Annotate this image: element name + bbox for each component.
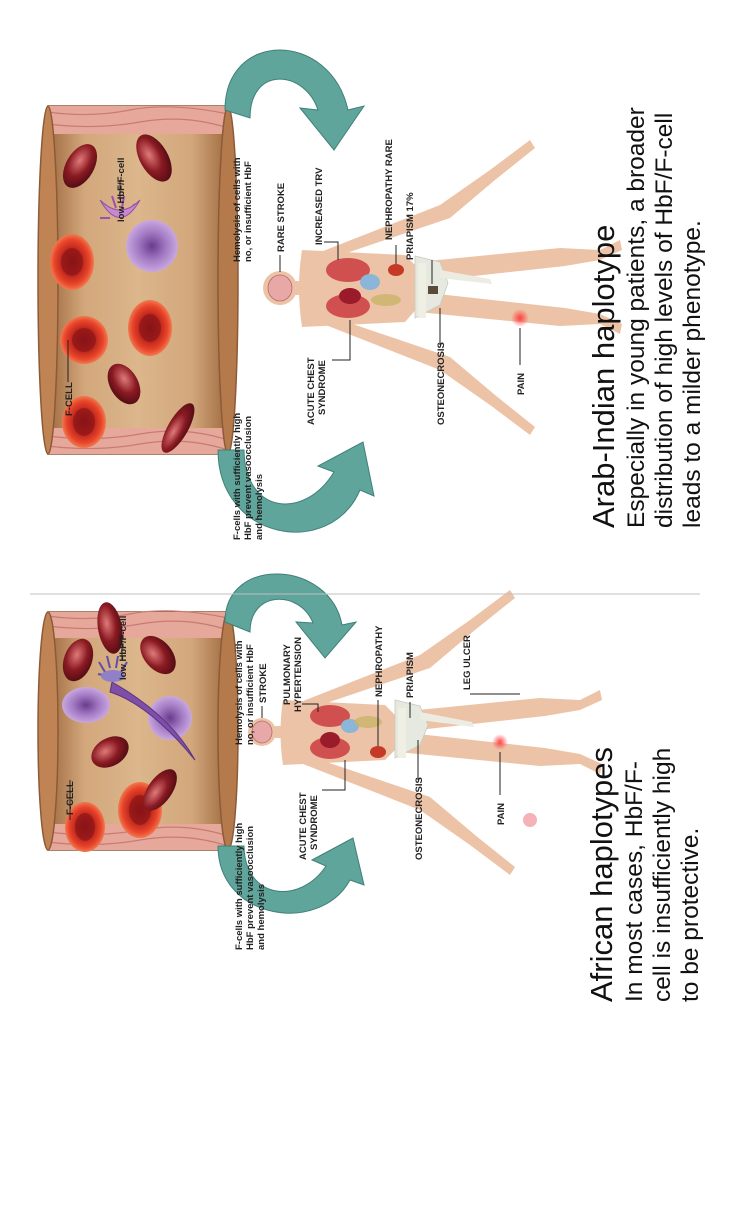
svg-text:OSTEONECROSIS: OSTEONECROSIS xyxy=(414,777,425,860)
caption-line: leads to a milder phenotype. xyxy=(679,220,706,528)
svg-text:PULMONARY: PULMONARY xyxy=(282,643,293,705)
caption-line: to be protective. xyxy=(677,828,704,1002)
label-osteonecrosis: OSTEONECROSIS xyxy=(436,308,447,425)
red-blood-cell xyxy=(50,234,94,290)
svg-text:INCREASED TRV: INCREASED TRV xyxy=(314,167,325,245)
svg-text:F-cells with sufficiently high: F-cells with sufficiently high xyxy=(232,413,243,540)
arab-indian-caption: Arab-Indian haplotype Especially in youn… xyxy=(586,107,706,528)
label-stroke: STROKE xyxy=(258,663,269,718)
svg-text:PAIN: PAIN xyxy=(496,803,507,825)
svg-text:no, or insufficient HbF: no, or insufficient HbF xyxy=(245,644,256,745)
african-panel: F-CELL low HbF/F-cell F-cells with suffi… xyxy=(38,574,704,1002)
svg-text:F-CELL: F-CELL xyxy=(64,382,75,416)
label-osteonecrosis: OSTEONECROSIS xyxy=(414,740,425,860)
label-pain: PAIN xyxy=(496,752,507,825)
svg-text:low HbF/F-cell: low HbF/F-cell xyxy=(118,616,129,680)
label-f-cell: F-CELL xyxy=(65,780,76,820)
svg-text:NEPHROPATHY RARE: NEPHROPATHY RARE xyxy=(384,139,395,240)
note-hemolysis: Hemolysis of cells with no, or insuffici… xyxy=(234,640,256,745)
svg-text:and hemolysis: and hemolysis xyxy=(254,474,265,540)
label-low-hbf: low HbF/F-cell xyxy=(118,616,129,680)
caption-title: Arab-Indian haplotype xyxy=(586,225,621,528)
svg-text:PRIAPISM 17%: PRIAPISM 17% xyxy=(405,192,416,260)
svg-text:Hemolysis of cells with: Hemolysis of cells with xyxy=(232,157,243,262)
svg-text:RARE STROKE: RARE STROKE xyxy=(276,183,287,252)
svg-text:HbF prevent vasoocclusion: HbF prevent vasoocclusion xyxy=(245,826,256,950)
svg-text:PAIN: PAIN xyxy=(516,373,527,395)
circular-arrow-top xyxy=(225,50,364,150)
svg-text:SYNDROME: SYNDROME xyxy=(317,360,328,415)
svg-text:ACUTE CHEST: ACUTE CHEST xyxy=(306,357,317,425)
svg-text:F-cells with sufficiently high: F-cells with sufficiently high xyxy=(234,823,245,950)
purple-cell xyxy=(126,220,178,272)
red-blood-cell xyxy=(128,300,172,356)
note-hemolysis: Hemolysis of cells with no, or insuffici… xyxy=(232,157,254,262)
svg-text:and hemolysis: and hemolysis xyxy=(256,884,267,950)
svg-text:HYPERTENSION: HYPERTENSION xyxy=(293,637,304,712)
note-f-cells: F-cells with sufficiently high HbF preve… xyxy=(234,823,267,950)
label-low-hbf: low HbF/F-cell xyxy=(116,158,127,222)
label-nephropathy-rare: NEPHROPATHY RARE xyxy=(384,139,396,264)
svg-text:HbF prevent vasoocclusion: HbF prevent vasoocclusion xyxy=(243,416,254,540)
caption-line: cell is insufficiently high xyxy=(649,748,676,1002)
svg-text:Hemolysis of cells with: Hemolysis of cells with xyxy=(234,640,245,745)
caption-line: In most cases, HbF/F- xyxy=(621,761,648,1002)
african-caption: African haplotypes In most cases, HbF/F-… xyxy=(584,747,704,1002)
svg-text:PRIAPISM: PRIAPISM xyxy=(405,652,416,698)
label-leg-ulcer: LEG ULCER xyxy=(462,635,520,694)
caption-line: distribution of high levels of HbF/F-cel… xyxy=(651,113,678,528)
label-pain: PAIN xyxy=(516,328,527,395)
label-rare-stroke: RARE STROKE xyxy=(276,183,287,272)
caption-line: Especially in young patients, a broader xyxy=(623,107,650,528)
arab-indian-panel: F-CELL low HbF/F-cell F-cells with suffi… xyxy=(38,50,706,540)
label-acute-chest: ACUTE CHEST SYNDROME xyxy=(306,320,350,425)
svg-text:SYNDROME: SYNDROME xyxy=(309,795,320,850)
purple-cell xyxy=(62,687,110,723)
svg-text:low HbF/F-cell: low HbF/F-cell xyxy=(116,158,127,222)
label-increased-trv: INCREASED TRV xyxy=(314,167,338,260)
svg-text:ACUTE CHEST: ACUTE CHEST xyxy=(298,792,309,860)
svg-text:OSTEONECROSIS: OSTEONECROSIS xyxy=(436,342,447,425)
svg-text:NEPHROPATHY: NEPHROPATHY xyxy=(374,625,385,697)
red-blood-cell xyxy=(60,316,108,364)
svg-text:no, or insufficient HbF: no, or insufficient HbF xyxy=(243,161,254,262)
note-f-cells: F-cells with sufficiently high HbF preve… xyxy=(232,413,265,540)
svg-text:STROKE: STROKE xyxy=(258,663,269,703)
svg-text:F-CELL: F-CELL xyxy=(65,781,76,815)
svg-text:LEG ULCER: LEG ULCER xyxy=(462,635,473,690)
caption-title: African haplotypes xyxy=(584,747,619,1002)
